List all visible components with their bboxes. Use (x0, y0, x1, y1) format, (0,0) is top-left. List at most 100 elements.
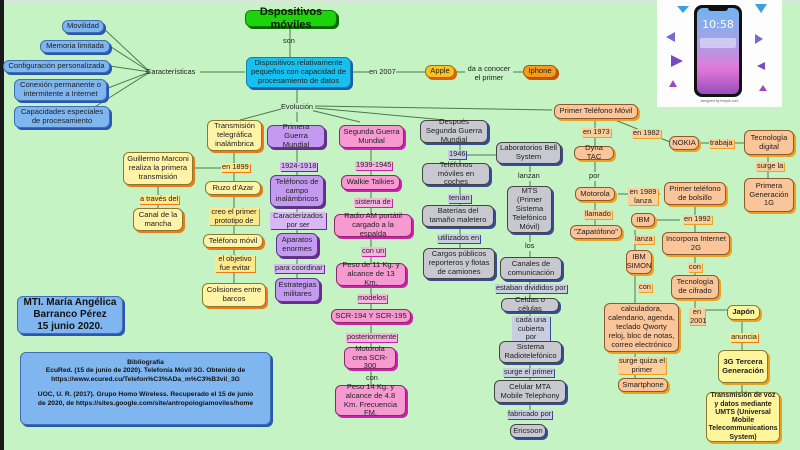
author-name-1: MTI. María Angélica (23, 297, 117, 308)
bibliography-node: Bibliografía EcuRed. (15 de junio de 202… (20, 352, 271, 425)
mts-node: MTS (Primer Sistema Telefónico Móvil) (507, 186, 552, 233)
ruzo-node: Ruzo d'Azar (205, 181, 261, 195)
cifrado-node: Tecnología de cifrado (671, 275, 719, 299)
phone-screen (697, 8, 739, 94)
nokia-node: NOKIA (669, 136, 699, 150)
estrategias-node: Estrategias militares (275, 278, 320, 302)
link-caracterizados: Caracterizados por ser (270, 211, 326, 230)
bibliography-ref2-line1: UOC, U. R. (2017). Grupo Homo Wireless. … (37, 391, 254, 399)
link-los: los (525, 241, 535, 251)
link-en-2007: en 2007 (369, 67, 396, 77)
ibm-node: IBM (631, 213, 655, 227)
link-trabaja: trabaja (709, 138, 734, 148)
link-surge-quiza: surge quiza el primer (618, 356, 666, 375)
image-credit: designed by freepik.com (700, 99, 739, 103)
line-evo-firstmobile (314, 105, 553, 111)
link-sistema-de: sistema de (354, 197, 392, 207)
ericsson-node: Ericsoon (510, 424, 546, 438)
decorative-triangle (677, 6, 689, 13)
link-en-1992: en 1992 (683, 214, 712, 224)
iphone-node: Iphone (523, 65, 557, 78)
radiotelefonico-node: Sistema Radiotelefónico (499, 341, 562, 363)
link-1924-1918: 1924-1918 (280, 161, 318, 171)
link-modelos: modelos (357, 293, 387, 303)
link-fabricado-por: fabricado por (507, 409, 553, 419)
link-evolucion: Evolución (281, 102, 314, 112)
marconi-node: Guillermo Marconi realiza la primera tra… (123, 152, 193, 185)
line-char-5 (89, 71, 151, 111)
ww1-node: Primera Guerra Mundial (267, 122, 325, 149)
features-node: calculadora, calendario, agenda, teclado… (604, 303, 679, 352)
author-date: 15 junio 2020. (37, 321, 103, 332)
link-1946: 1946 (448, 149, 467, 159)
celdas-node: Celdas o células (501, 295, 559, 313)
telegraph-node: Transmisión telegráfica inalámbrica (207, 120, 262, 151)
motorola-scr300-node: Motorola crea SCR-300 (344, 344, 396, 370)
dynatac-node: Dyna TAC (574, 143, 614, 161)
link-para-coordinar: para coordinar (274, 263, 324, 273)
line-evo-postwar (314, 107, 446, 121)
link-en-1899: en 1899 (221, 162, 250, 172)
link-utilizados-en: utilizados en (437, 233, 481, 243)
link-surge-primer: surge el primer (503, 367, 555, 377)
link-da-a-conocer: da a conocer el primer (465, 64, 513, 83)
line-char-3 (109, 65, 151, 73)
char-conexion: Conexión permanente o intermitente a Int… (14, 79, 107, 101)
bibliography-heading: Bibliografía (127, 359, 164, 366)
left-edge-bar (0, 0, 4, 450)
scr-194-node: SCR-194 Y SCR-195 (331, 309, 411, 323)
decorative-triangle (755, 34, 763, 44)
radio-am-node: Radio AM portátil cargado a la espalda (334, 211, 412, 238)
telefono-movil-node: Teléfono móvil (203, 234, 263, 248)
link-surge-la: surge la (756, 161, 785, 171)
mta-node: Celular MTA Mobile Telephony (494, 380, 566, 403)
walkie-node: Walkie Talkies (341, 175, 400, 190)
link-en-2001: en 2001 (689, 307, 707, 326)
link-con-un: con un (361, 246, 386, 256)
link-lanzan: lanzan (518, 171, 540, 181)
baterias-node: Baterías del tamaño maletero (422, 205, 494, 227)
char-capacidades: Capacidades especiales de procesamiento (14, 106, 110, 128)
line-evo-ww2 (309, 109, 361, 123)
link-son: son (283, 36, 295, 45)
ibm-simon-node: IBM SIMON (626, 250, 652, 274)
link-objetivo: el objetivo fue evitar (215, 254, 255, 273)
link-llamado: llamado (584, 209, 612, 219)
decorative-triangle (757, 62, 765, 70)
phone-notification (700, 38, 736, 48)
decorative-triangle (755, 4, 767, 13)
top-edge (0, 0, 800, 3)
link-tenian: tenían (448, 193, 471, 203)
aparatos-node: Aparatos enormes (276, 233, 318, 257)
japon-node: Japón (727, 305, 760, 320)
3g-node: 3G Tercera Generación (718, 350, 768, 383)
link-divididos-por: estaban divididos por (495, 283, 567, 293)
link-en-1973: en 1973 (582, 127, 611, 137)
line-char-1 (101, 26, 151, 73)
link-posteriormente: posteriormente (346, 332, 398, 342)
internet-2g-node: Incorpora Internet 2G (662, 232, 730, 255)
coches-node: Teléfonos móviles en coches (422, 160, 490, 186)
apple-node: Apple (425, 65, 455, 78)
link-con: con (366, 373, 378, 382)
line-char-4 (107, 71, 151, 89)
decorative-triangle (759, 85, 767, 91)
bibliography-ref1-line2[interactable]: https://www.ecured.cu/Telefon%C3%ADa_m%C… (51, 375, 240, 383)
link-por: por (589, 171, 600, 181)
link-creo-prototipo: creo el primer prototipo de (209, 207, 259, 226)
smartphone-node: Smartphone (618, 378, 668, 392)
bell-node: Laboratorios Bell System (496, 142, 561, 164)
title-node: Dspositivos móviles (245, 6, 337, 31)
decorative-triangle (671, 55, 683, 67)
link-1939-1945: 1939-1945 (355, 160, 393, 170)
postwar-node: Después Segunda Guerra Mundial (420, 117, 488, 144)
1g-node: Primera Generación 1G (744, 178, 794, 212)
smartphone-illustration: 10:58 designed by freepik.com (657, 0, 782, 107)
bibliography-ref2-line2[interactable]: de 2020, de https://sites.google.com/sit… (37, 399, 254, 407)
digital-node: Tecnología digital (744, 130, 794, 155)
canal-node: Canal de la mancha (133, 208, 183, 231)
canales-node: Canales de comunicación (500, 257, 562, 280)
author-name-2: Barranco Pérez (33, 309, 107, 320)
link-a-traves-del: a través del (139, 194, 180, 204)
colisiones-node: Colisiones entre barcos (202, 283, 266, 307)
